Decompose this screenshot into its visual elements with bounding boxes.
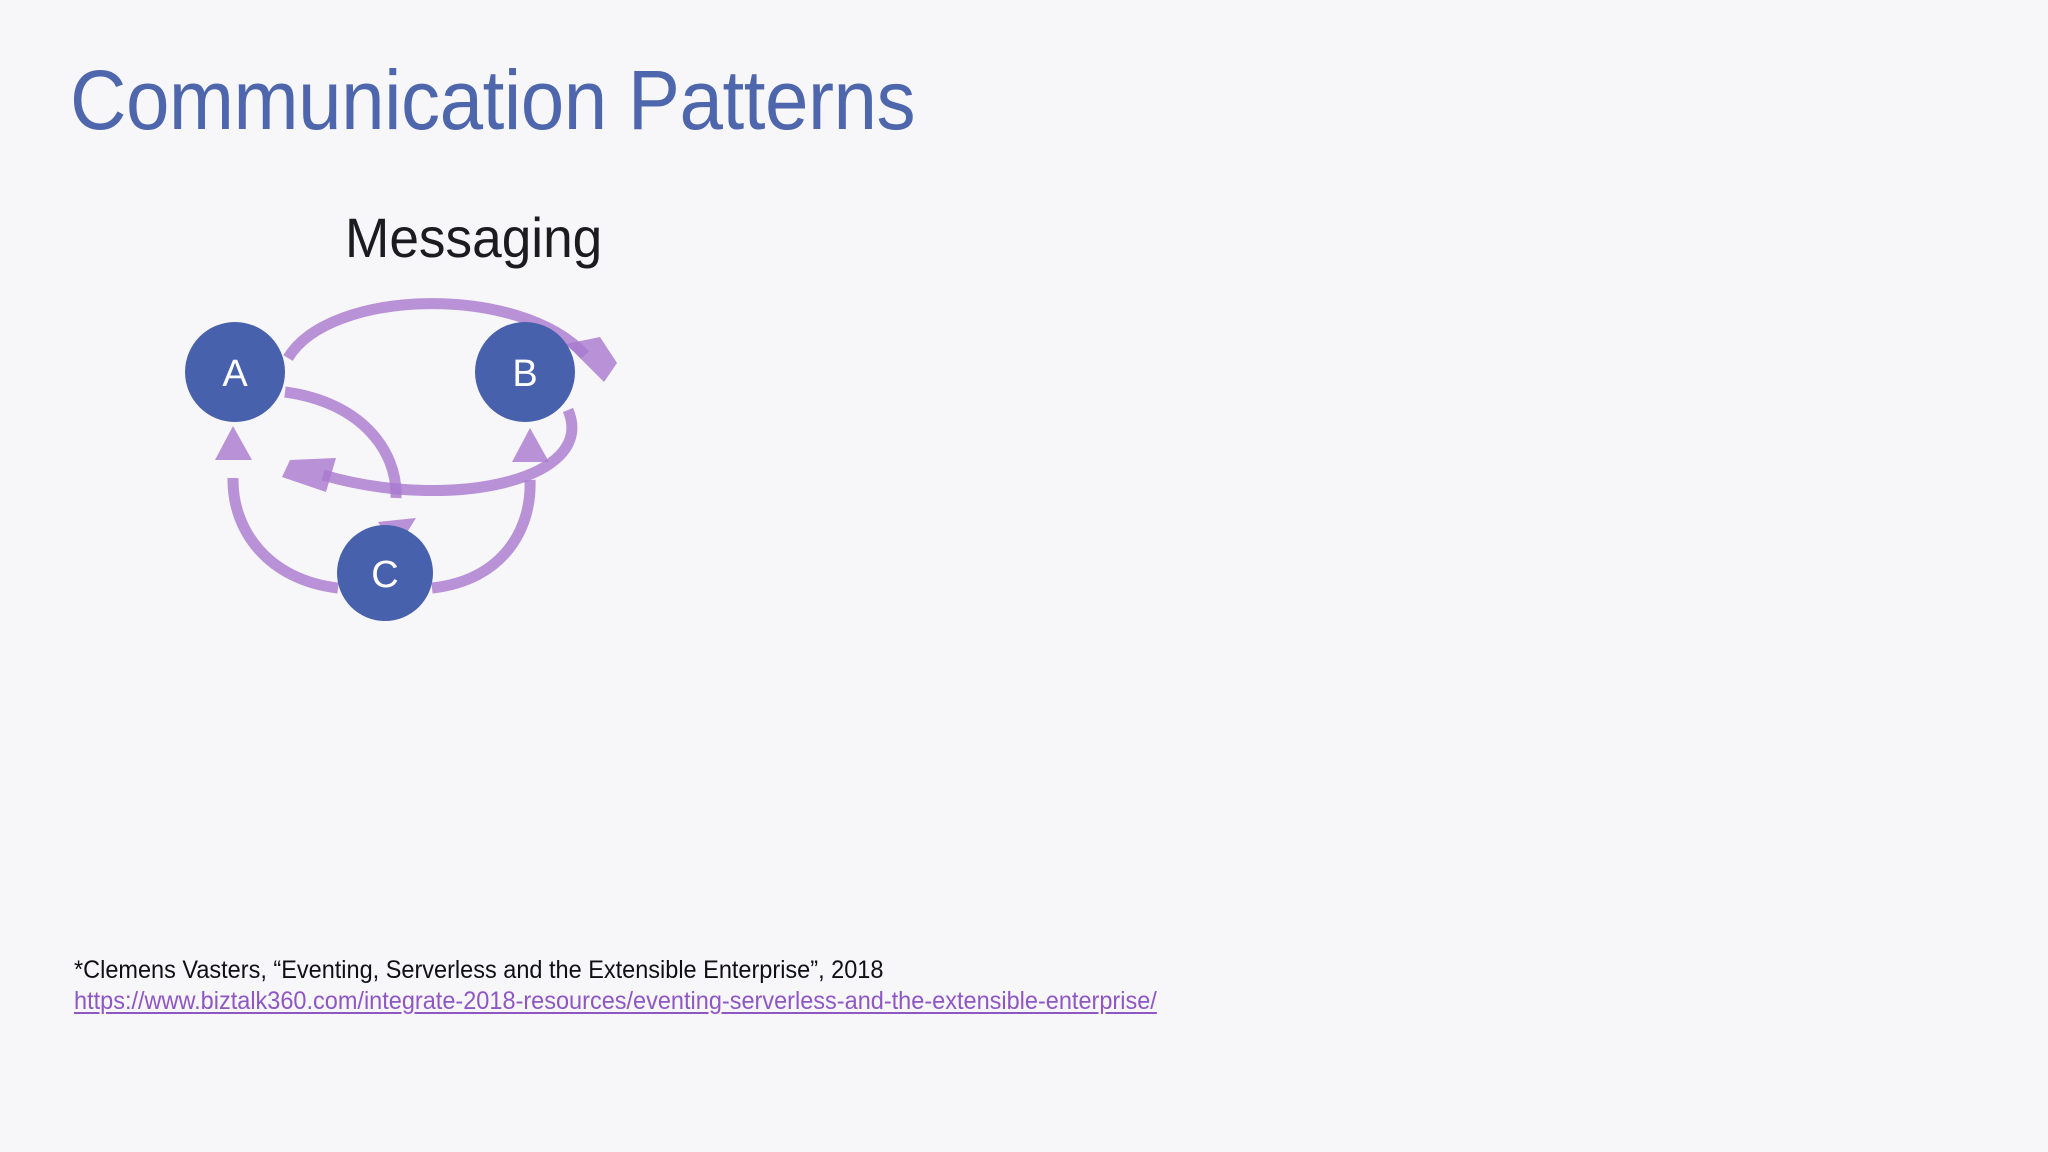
communication-diagram: A B C bbox=[160, 298, 840, 850]
graph-node-b[interactable]: B bbox=[475, 322, 575, 422]
edge-c-to-b bbox=[431, 428, 549, 594]
graph-node-b-label: B bbox=[512, 353, 537, 395]
edge-c-to-a bbox=[215, 426, 339, 594]
graph-node-a[interactable]: A bbox=[185, 322, 285, 422]
graph-node-a-label: A bbox=[222, 353, 248, 395]
page-title: Communication Patterns bbox=[70, 53, 916, 147]
footnote: *Clemens Vasters, “Eventing, Serverless … bbox=[74, 955, 1474, 1017]
graph-node-c[interactable]: C bbox=[337, 525, 433, 621]
edge-b-to-a bbox=[282, 407, 578, 496]
slide-subtitle: Messaging bbox=[345, 206, 603, 269]
graph-node-c-label: C bbox=[371, 554, 398, 596]
footnote-citation: *Clemens Vasters, “Eventing, Serverless … bbox=[74, 956, 884, 984]
footnote-source-link[interactable]: https://www.biztalk360.com/integrate-201… bbox=[74, 987, 1157, 1015]
